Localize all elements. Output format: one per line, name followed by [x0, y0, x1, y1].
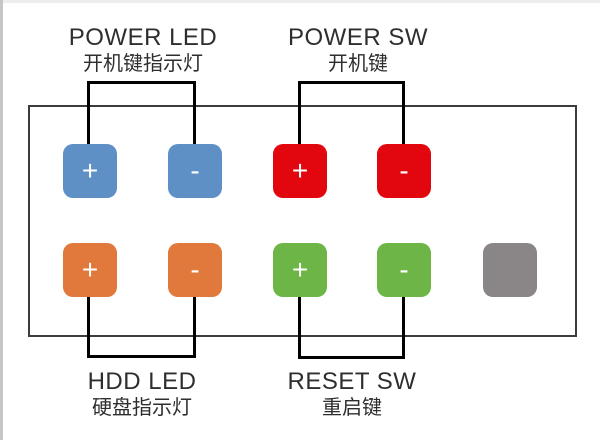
reset-sw-label: RESET SW 重启键: [252, 367, 452, 421]
power-led-wire: [87, 81, 196, 144]
pin-power-sw-plus: +: [273, 144, 327, 198]
minus-sign: -: [399, 155, 409, 186]
pin-unused: [483, 243, 537, 297]
pin-power-led-minus: -: [168, 144, 222, 198]
pin-power-led-plus: +: [63, 144, 117, 198]
pin-reset-sw-plus: +: [273, 243, 327, 297]
power-sw-wire: [298, 81, 405, 144]
reset-sw-wire: [298, 297, 405, 359]
hdd-led-label-en: HDD LED: [87, 368, 197, 395]
plus-sign: +: [81, 254, 99, 285]
pin-hdd-led-minus: -: [168, 243, 222, 297]
minus-sign: -: [190, 254, 200, 285]
pin-hdd-led-plus: +: [63, 243, 117, 297]
minus-sign: -: [399, 254, 409, 285]
plus-sign: +: [291, 254, 309, 285]
power-sw-label-en: POWER SW: [288, 24, 428, 51]
power-led-label-zh: 开机键指示灯: [83, 53, 203, 75]
minus-sign: -: [190, 155, 200, 186]
plus-sign: +: [291, 155, 309, 186]
hdd-led-label: HDD LED 硬盘指示灯: [42, 367, 242, 421]
hdd-led-wire: [87, 297, 196, 358]
hdd-led-label-zh: 硬盘指示灯: [92, 397, 192, 419]
front-panel-header-outline: [28, 105, 577, 337]
power-sw-label: POWER SW 开机键: [258, 23, 458, 77]
frame-edge-top: [0, 0, 600, 3]
power-led-label: POWER LED 开机键指示灯: [43, 23, 243, 77]
power-sw-label-zh: 开机键: [328, 53, 388, 75]
plus-sign: +: [81, 155, 99, 186]
power-led-label-en: POWER LED: [68, 24, 218, 51]
pin-reset-sw-minus: -: [377, 243, 431, 297]
pin-power-sw-minus: -: [377, 144, 431, 198]
frame-edge-left: [0, 0, 3, 440]
reset-sw-label-zh: 重启键: [322, 397, 382, 419]
reset-sw-label-en: RESET SW: [287, 368, 417, 395]
